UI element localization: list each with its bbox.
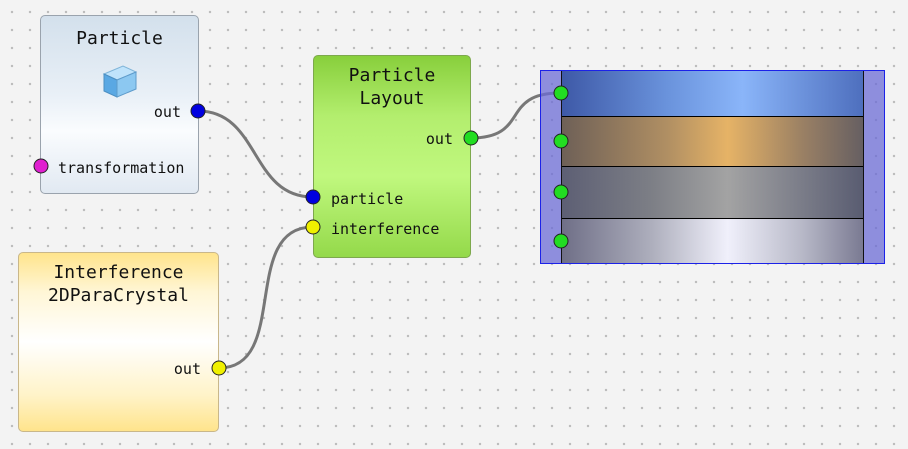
particle-transformation-port[interactable] bbox=[33, 158, 49, 174]
particle-out-label: out bbox=[153, 103, 181, 121]
layer-1[interactable] bbox=[562, 71, 863, 117]
wire-interference-to-layout[interactable] bbox=[218, 225, 314, 370]
cube-icon bbox=[102, 65, 138, 98]
layer-3-port[interactable] bbox=[553, 184, 569, 200]
particle-node[interactable]: Particle out transformation bbox=[40, 15, 199, 194]
particle-transformation-label: transformation bbox=[58, 159, 185, 177]
layer-4-port[interactable] bbox=[553, 233, 569, 249]
layout-node-title-line2: Layout bbox=[359, 88, 425, 109]
interference-node-title-line2: 2DParaCrystal bbox=[48, 285, 189, 306]
wire-particle-to-layout[interactable] bbox=[197, 109, 314, 199]
multilayer-layers bbox=[561, 71, 864, 263]
layout-particle-label: particle bbox=[331, 190, 404, 208]
layer-2-port[interactable] bbox=[553, 133, 569, 149]
layout-interference-label: interference bbox=[331, 220, 440, 238]
multilayer-node[interactable] bbox=[540, 70, 885, 264]
layout-out-label: out bbox=[425, 130, 453, 148]
particle-node-title: Particle bbox=[76, 28, 163, 49]
layout-out-port[interactable] bbox=[463, 130, 479, 146]
layout-node-title-line1: Particle bbox=[348, 65, 436, 86]
particle-out-port[interactable] bbox=[190, 103, 206, 119]
layout-particle-port[interactable] bbox=[305, 189, 321, 205]
layer-2[interactable] bbox=[562, 117, 863, 167]
layout-interference-port[interactable] bbox=[305, 219, 321, 235]
layer-3[interactable] bbox=[562, 167, 863, 219]
interference-out-label: out bbox=[173, 360, 201, 378]
layer-1-port[interactable] bbox=[553, 85, 569, 101]
layer-4[interactable] bbox=[562, 219, 863, 263]
interference-2d-paracrystal-node[interactable]: Interference 2DParaCrystal out bbox=[18, 252, 219, 432]
interference-out-port[interactable] bbox=[211, 360, 227, 376]
particle-layout-node[interactable]: Particle Layout out particle interferenc… bbox=[313, 55, 471, 258]
interference-node-title-line1: Interference bbox=[53, 262, 184, 283]
